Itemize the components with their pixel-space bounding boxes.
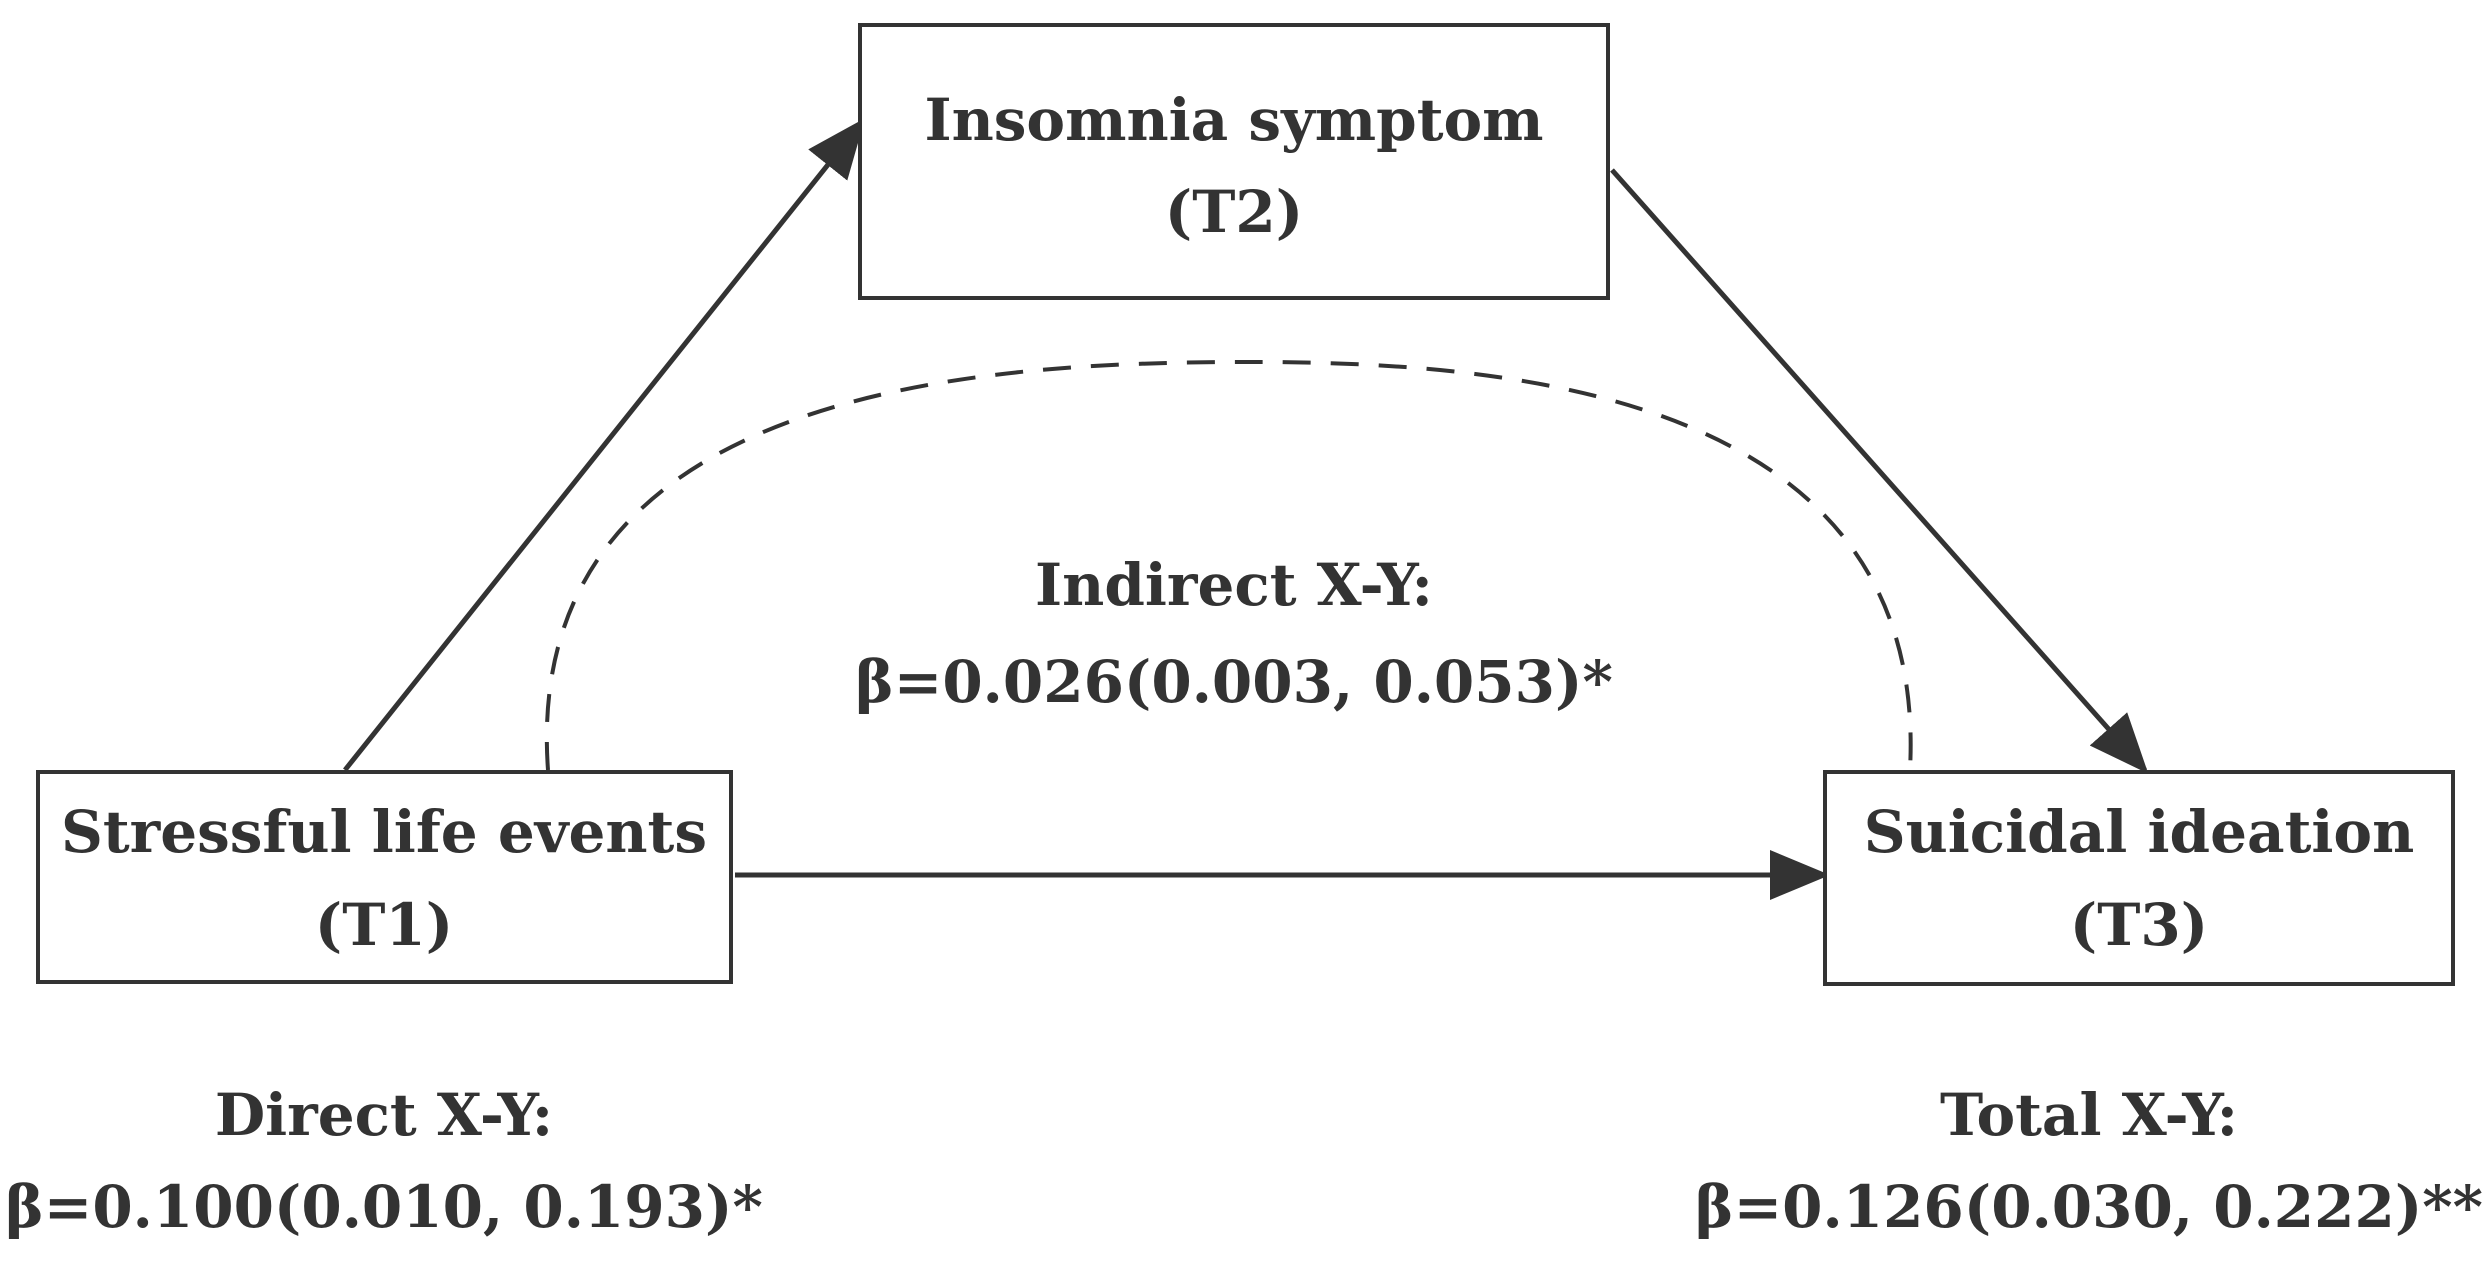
mediator-node: Insomnia symptom (T2) [858,23,1610,300]
direct-effect-title: Direct X-Y: [215,1081,553,1149]
outcome-time: (T3) [2070,891,2208,959]
indirect-effect-arc [544,359,1913,771]
indirect-effect-label: Indirect X-Y: β=0.026(0.003, 0.053)* [855,551,1613,716]
indirect-effect-value: β=0.026(0.003, 0.053)* [855,648,1613,716]
predictor-time: (T1) [315,891,453,959]
mediator-box [858,23,1610,300]
mediator-time: (T2) [1165,178,1303,246]
outcome-box [1823,770,2455,986]
total-effect-title: Total X-Y: [1940,1081,2238,1149]
path-a-arrow [343,118,866,772]
direct-effect-label: Direct X-Y: β=0.100(0.010, 0.193)* [5,1081,763,1241]
total-effect-value: β=0.126(0.030, 0.222)** [1695,1173,2483,1241]
outcome-name: Suicidal ideation [1864,798,2415,866]
path-b-arrow [1610,168,2149,774]
total-effect-label: Total X-Y: β=0.126(0.030, 0.222)** [1695,1081,2483,1241]
indirect-effect-title: Indirect X-Y: [1035,551,1433,619]
mediator-name: Insomnia symptom [924,86,1543,154]
direct-effect-value: β=0.100(0.010, 0.193)* [5,1173,763,1241]
predictor-box [36,770,733,984]
outcome-node: Suicidal ideation (T3) [1823,770,2455,986]
predictor-node: Stressful life events (T1) [36,770,733,984]
predictor-name: Stressful life events [61,798,707,866]
